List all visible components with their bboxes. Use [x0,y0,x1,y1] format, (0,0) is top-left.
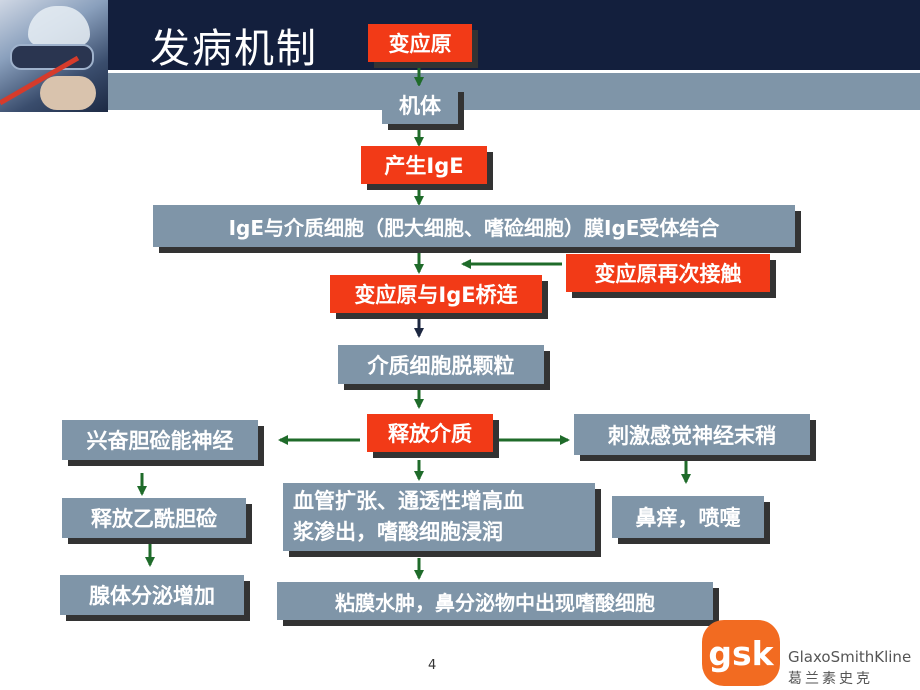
node-vascular-line2: 浆渗出，嗜酸细胞浸润 [293,520,503,544]
glove-hand-shape [40,76,96,110]
node-degranulation: 介质细胞脱颗粒 [338,345,544,384]
node-sensory: 刺激感觉神经末稍 [574,414,810,455]
header-strip [108,73,920,110]
node-ige-binding: IgE与介质细胞（肥大细胞、嗜硷细胞）膜IgE受体结合 [153,205,795,247]
node-gland: 腺体分泌增加 [60,575,244,615]
slide-title: 发病机制 [150,26,318,72]
surgical-mask-shape [28,6,90,46]
header-bar [108,0,920,70]
node-mediator-release: 释放介质 [367,414,493,452]
node-acetylcholine: 释放乙酰胆硷 [62,498,246,538]
node-edema: 粘膜水肿，鼻分泌物中出现嗜酸细胞 [277,582,713,620]
node-body: 机体 [382,86,458,124]
node-ige-production: 产生IgE [361,146,487,184]
node-vascular-line1: 血管扩张、通透性增高血 [293,489,524,513]
logo-name-en: GlaxoSmithKline [788,648,912,666]
node-itch: 鼻痒，喷嚏 [612,496,764,538]
node-vascular: 血管扩张、通透性增高血 浆渗出，嗜酸细胞浸润 [283,483,595,551]
node-allergen-recontact: 变应原再次接触 [566,254,770,292]
node-ige-bridging: 变应原与IgE桥连 [330,275,542,313]
page-number: 4 [428,658,437,673]
node-allergen: 变应原 [368,24,472,62]
header-photo [0,0,108,112]
node-cholinergic: 兴奋胆硷能神经 [62,420,258,460]
logo-name-cn: 葛兰素史克 [788,671,873,687]
gsk-logo-icon: gsk [702,620,780,686]
